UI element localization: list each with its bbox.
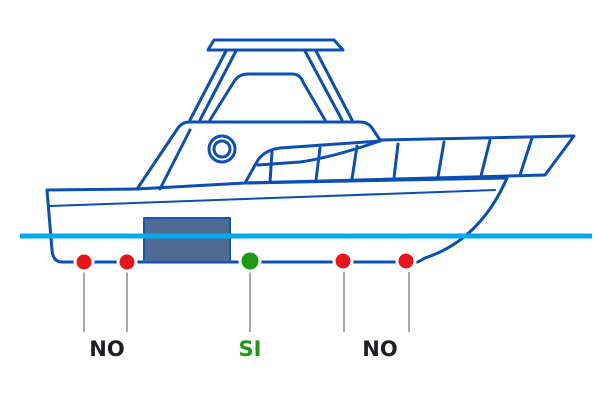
leader-lines (83, 272, 410, 332)
markers (73, 249, 417, 273)
label-no-left: NO (89, 337, 124, 361)
ballast-box (143, 217, 231, 263)
label-si: SI (239, 337, 262, 361)
boat-illustration (45, 38, 576, 264)
foredeck-rail (243, 139, 382, 185)
marker-no (73, 251, 95, 273)
cabin-fairing (256, 139, 382, 167)
cabin-edge (158, 128, 192, 191)
cabin (135, 120, 576, 191)
label-no-right: NO (362, 337, 397, 361)
flybridge-post-rear (188, 49, 238, 122)
porthole-inner (212, 139, 232, 159)
hull-rub-rail (49, 189, 496, 207)
flybridge-roof (206, 38, 345, 52)
foredeck-windows (268, 136, 534, 184)
porthole-outer (207, 134, 237, 164)
cabin-window (208, 72, 327, 122)
marker-no (332, 250, 354, 272)
marker-si (238, 249, 262, 273)
marker-no (395, 250, 417, 272)
flybridge-post-front (303, 49, 354, 122)
hull (45, 176, 509, 264)
marker-no (116, 251, 138, 273)
